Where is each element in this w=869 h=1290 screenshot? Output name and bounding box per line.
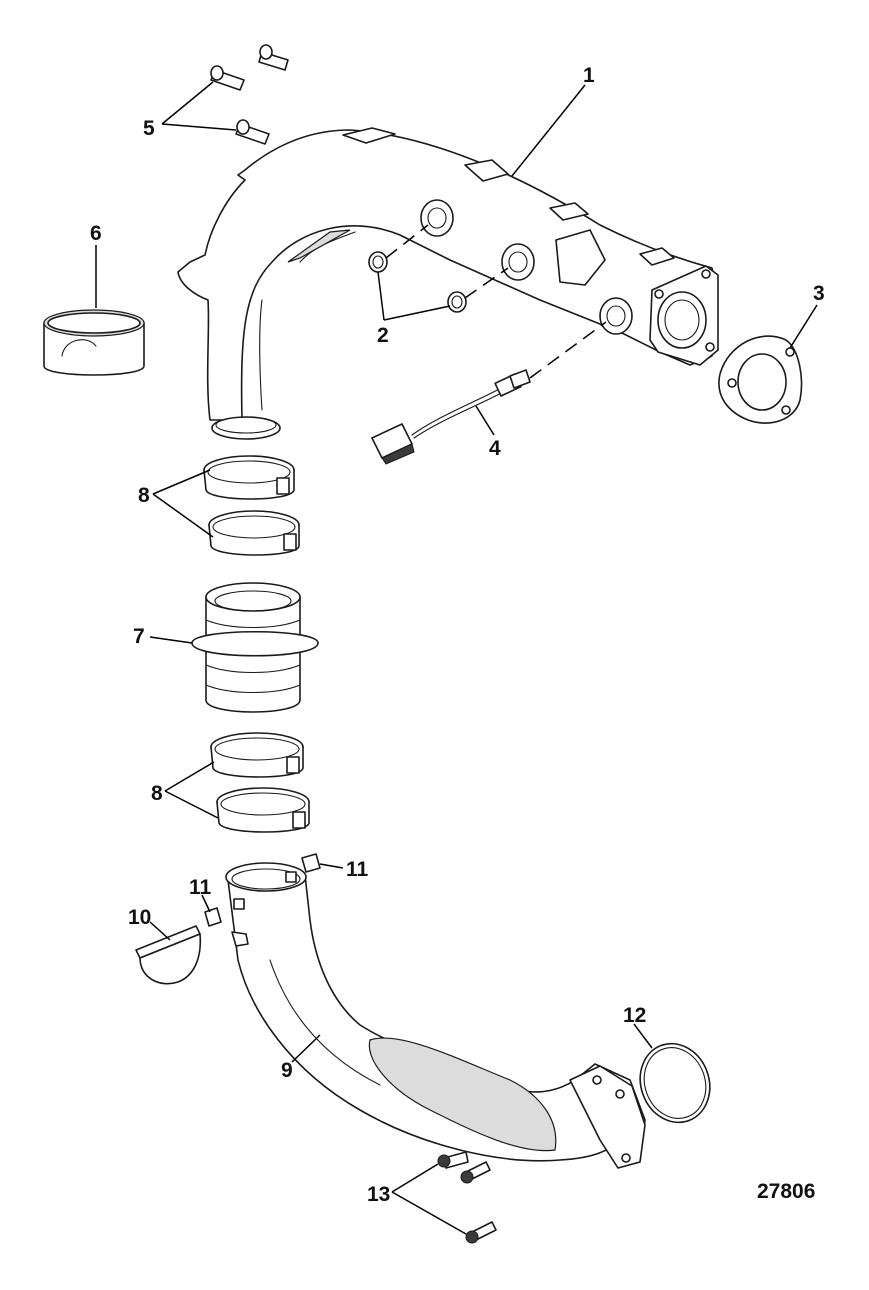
bolt-part-5-c [235, 119, 270, 145]
callout-8-upper: 8 [138, 484, 150, 507]
clamp-part-8-d [216, 787, 310, 833]
callout-4: 4 [489, 437, 501, 460]
bolt-part-5-a [258, 44, 289, 71]
coupler-part-7 [191, 582, 319, 713]
gasket-part-3 [718, 335, 803, 424]
sleeve-part-6 [43, 309, 145, 376]
bolt-part-13-c [465, 1221, 497, 1244]
bolt-part-13-a [437, 1151, 469, 1169]
clip-part-11-b [204, 907, 222, 927]
callout-7: 7 [133, 625, 145, 648]
callout-12: 12 [623, 1004, 646, 1027]
clamp-part-8-a [203, 455, 295, 500]
clamp-part-8-c [210, 732, 304, 778]
seal-part-2-a [368, 251, 388, 273]
bolt-part-5-b [210, 65, 245, 91]
callout-8-lower: 8 [151, 782, 163, 805]
temperature-sensor-part-4 [371, 369, 531, 465]
clamp-part-8-b [208, 510, 300, 556]
exhaust-pipe-part-9 [225, 862, 646, 1169]
callout-1: 1 [583, 64, 595, 87]
bolt-part-13-b [460, 1161, 491, 1184]
callout-10: 10 [128, 906, 151, 929]
callout-13: 13 [367, 1183, 390, 1206]
seal-part-2-b [447, 291, 467, 313]
callout-5: 5 [143, 117, 155, 140]
exhaust-elbow-part-1 [177, 127, 719, 440]
cap-part-10 [135, 925, 202, 985]
leader-lines [95, 81, 818, 1235]
callout-2: 2 [377, 324, 389, 347]
callout-6: 6 [90, 222, 102, 245]
figure-number: 27806 [757, 1180, 815, 1203]
callout-9: 9 [281, 1059, 293, 1082]
assembly-line-sensor [529, 321, 607, 379]
callout-3: 3 [813, 282, 825, 305]
callout-11-left: 11 [189, 876, 212, 899]
assembly-line-seal-b [464, 267, 509, 299]
callout-11-right: 11 [346, 858, 369, 881]
oring-part-12 [639, 1042, 711, 1124]
clip-part-11-a [301, 853, 321, 873]
assembly-line-seal-a [385, 224, 429, 259]
